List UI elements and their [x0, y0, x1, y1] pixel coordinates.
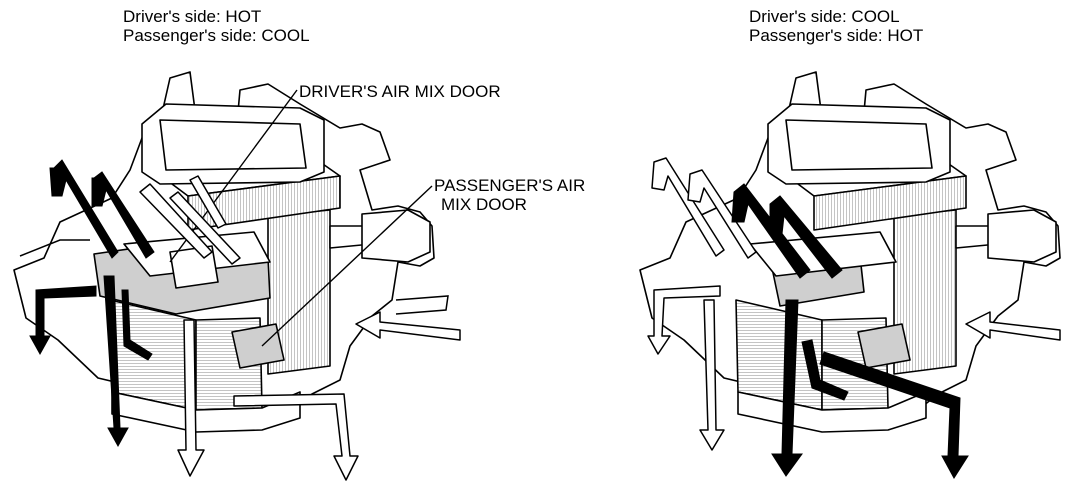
left-hot-arrow-floor [103, 275, 129, 448]
left-caption: Driver's side: HOT Passenger's side: COO… [123, 7, 310, 45]
left-hot-arrow-floor-2 [121, 289, 153, 361]
right-fresh-air-inlet [965, 311, 1061, 341]
left-cool-arrow-defrost [139, 183, 213, 259]
left-passenger-air-mix-door [231, 323, 285, 369]
right-caption-driver: Driver's side: COOL [749, 7, 900, 26]
left-hot-arrow-side-vent [29, 285, 97, 356]
right-hot-flow-arrows [731, 183, 969, 479]
right-hot-arrow-floor-2 [819, 351, 969, 479]
left-cool-arrow-defrost-2 [189, 175, 227, 229]
left-caption-driver: Driver's side: HOT [123, 7, 262, 26]
right-hot-arrow-center [801, 339, 849, 401]
left-caption-passenger: Passenger's side: COOL [123, 26, 310, 45]
right-cool-arrow-defrost-1 [651, 157, 725, 257]
left-fresh-air-inlet [355, 311, 461, 341]
right-hot-arrow-defrost-2 [769, 195, 843, 279]
passenger-door-leader [261, 185, 433, 347]
left-hot-arrow-defrost-2 [91, 171, 155, 259]
left-cool-flow-arrows [139, 175, 461, 481]
passenger-air-mix-door-label: PASSENGER'S AIR MIX DOOR [434, 176, 585, 214]
left-cool-arrow-floor-1 [177, 319, 205, 477]
right-hvac-unit [639, 71, 1061, 433]
right-passenger-air-mix-door [857, 323, 911, 369]
right-caption-passenger: Passenger's side: HOT [749, 26, 924, 45]
right-cool-arrow-floor-1 [699, 299, 725, 451]
right-hot-arrow-floor-1 [771, 299, 803, 477]
passenger-air-mix-door-label-line1: PASSENGER'S AIR [434, 176, 586, 195]
left-cool-arrow-center [169, 191, 241, 265]
right-cool-arrow-side-vent [647, 285, 721, 355]
driver-air-mix-door-label: DRIVER'S AIR MIX DOOR [299, 82, 501, 101]
left-outline-ducts [19, 239, 449, 315]
right-cool-flow-arrows [647, 157, 1061, 451]
right-caption: Driver's side: COOL Passenger's side: HO… [749, 7, 923, 45]
left-cool-arrow-floor-2 [233, 393, 359, 481]
left-hot-arrow-defrost-1 [49, 159, 119, 259]
right-cool-arrow-defrost-2 [687, 169, 757, 259]
left-hot-flow-arrows [29, 159, 155, 448]
passenger-air-mix-door-label-line2: MIX DOOR [441, 195, 527, 214]
